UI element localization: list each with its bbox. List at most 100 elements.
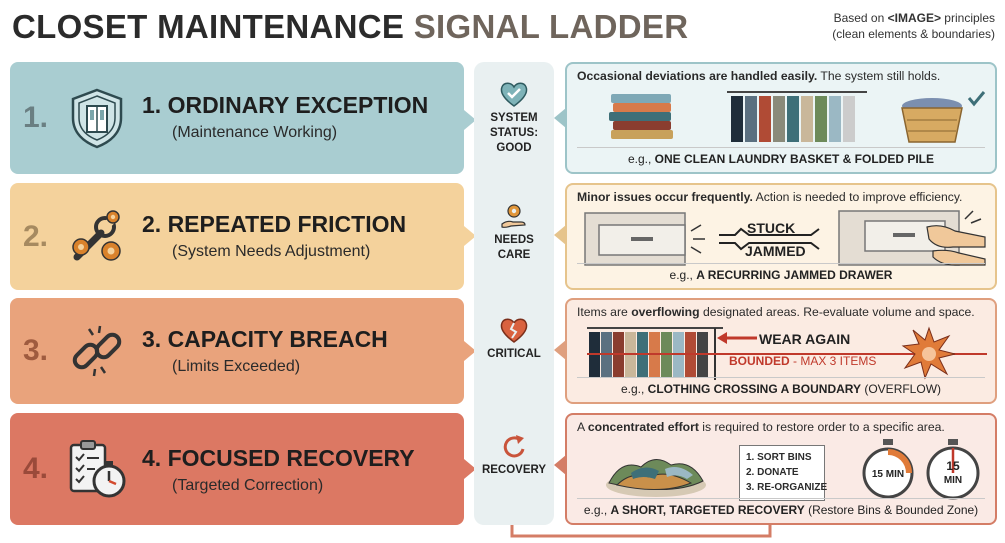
hand-gear-icon [501, 204, 526, 228]
panel-example: e.g., CLOTHING CROSSING A BOUNDARY (OVER… [567, 382, 995, 396]
clothing-pile-icon [606, 459, 706, 497]
desc-bold: overflowing [631, 305, 700, 319]
desc-bold: concentrated effort [587, 420, 699, 434]
timer-label: 15 MIN [872, 469, 904, 480]
broken-heart-icon [500, 318, 528, 343]
laundry-illustration [609, 91, 986, 143]
shield-closet-icon [71, 88, 123, 149]
burst-icon [901, 326, 956, 380]
stopwatch-icon: 15 MIN [926, 439, 980, 500]
panel-divider [577, 147, 985, 148]
checklist-item: 3. RE-ORGANIZE [746, 482, 828, 493]
desc-rest: is required to restore order to a specif… [698, 420, 945, 434]
jammed-label: JAMMED [745, 243, 806, 259]
status-label-line: GOOD [496, 142, 532, 154]
panel-description: Items are overflowing designated areas. … [577, 305, 987, 320]
desc-rest: designated areas. Re-evaluate volume and… [699, 305, 975, 319]
heart-check-icon [500, 82, 528, 107]
example-panel-4: A concentrated effort is required to res… [565, 413, 997, 525]
example-bold: A RECURRING JAMMED DRAWER [696, 268, 893, 282]
example-prefix: e.g., [627, 152, 655, 166]
status-label-line: CARE [497, 249, 531, 261]
clipboard-stopwatch-icon [69, 440, 126, 498]
desc-bold: Occasional deviations are handled easily… [577, 69, 818, 83]
broken-chain-icon [72, 325, 122, 377]
page-title: CLOSET MAINTENANCE SIGNAL LADDER [12, 8, 688, 46]
example-rest: (Restore Bins & Bounded Zone) [804, 503, 979, 517]
example-bold: CLOTHING CROSSING A BOUNDARY [647, 382, 862, 396]
laundry-basket-icon [901, 91, 986, 143]
level-subtitle: (Targeted Correction) [172, 477, 324, 494]
recovery-checklist: 1. SORT BINS 2. DONATE 3. RE-ORGANIZE [739, 445, 828, 501]
example-panel-2: Minor issues occur frequently. Action is… [565, 183, 997, 290]
refresh-arrow-icon [503, 435, 525, 458]
panel-description: A concentrated effort is required to res… [577, 420, 987, 435]
panel-example: e.g., A SHORT, TARGETED RECOVERY (Restor… [567, 503, 995, 517]
status-label-line: CRITICAL [487, 348, 541, 360]
hanging-rack-icon [727, 91, 867, 142]
level-2-card: 2. 2. REPEATED FRICTION (System Needs Ad… [10, 183, 464, 290]
example-bold: ONE CLEAN LAUNDRY BASKET & FOLDED PILE [654, 152, 935, 166]
panel-example: e.g., A RECURRING JAMMED DRAWER [567, 268, 995, 282]
bounded-rest: - MAX 3 ITEMS [789, 354, 877, 368]
panel-divider [577, 498, 985, 499]
stuck-jammed-label [719, 227, 820, 251]
level-subtitle: (System Needs Adjustment) [172, 243, 371, 260]
level-title: 2. REPEATED FRICTION [142, 211, 407, 237]
stopwatch-label-line-2: MIN [944, 475, 962, 486]
bounded-label: BOUNDED - MAX 3 ITEMS [729, 354, 876, 368]
panel-divider [577, 263, 985, 264]
status-label-line: RECOVERY [481, 464, 547, 476]
panel-description: Occasional deviations are handled easily… [577, 69, 987, 84]
note-suffix: principles [940, 11, 995, 25]
level-number: 2. [23, 219, 49, 253]
status-label-line: NEEDS [494, 234, 534, 246]
status-label-line: STATUS: [489, 127, 539, 139]
level-3-card: 3. 3. CAPACITY BREACH (Limits Exceeded) [10, 298, 464, 404]
level-1-card: 1. 1. ORDINARY EXCEPTION (Maintenance Wo… [10, 62, 464, 174]
level-number: 4. [23, 452, 49, 485]
jammed-drawer-icon [584, 212, 705, 266]
panel-description: Minor issues occur frequently. Action is… [577, 190, 987, 205]
stuck-label: STUCK [747, 220, 796, 236]
status-needs-care: NEEDS CARE [474, 202, 554, 263]
stopwatch-label-line-1: 15 [946, 459, 960, 473]
source-note: Based on <IMAGE> principles (clean eleme… [765, 10, 995, 42]
wear-again-label: WEAR AGAIN [759, 331, 851, 347]
level-title: 4. FOCUSED RECOVERY [142, 445, 415, 471]
level-title: 3. CAPACITY BREACH [142, 326, 388, 352]
folded-pile-icon [609, 94, 673, 139]
desc-pre: A [577, 420, 588, 434]
level-4-card: 4. 4. FOCUSED RECOVERY (Targeted Correct… [10, 413, 464, 525]
note-prefix: Based on [833, 11, 888, 25]
checklist-item: 2. DONATE [746, 467, 799, 478]
panel-divider [577, 377, 985, 378]
status-column: SYSTEM STATUS: GOOD NEEDS CARE CRITICAL … [474, 62, 554, 525]
note-tag: <IMAGE> [887, 11, 941, 25]
note-line-2: (clean elements & boundaries) [832, 27, 995, 41]
status-critical: CRITICAL [474, 316, 554, 362]
status-good: SYSTEM STATUS: GOOD [474, 80, 554, 156]
example-bold: A SHORT, TARGETED RECOVERY [610, 503, 805, 517]
desc-pre: Items are [577, 305, 632, 319]
example-prefix: e.g., [669, 268, 697, 282]
level-number: 1. [23, 101, 49, 134]
bounded-word: BOUNDED [729, 354, 790, 368]
example-panel-3: Items are overflowing designated areas. … [565, 298, 997, 404]
level-number: 3. [23, 334, 49, 367]
desc-rest: The system still holds. [817, 69, 941, 83]
example-rest: (OVERFLOW) [861, 382, 942, 396]
status-label-line: SYSTEM [490, 112, 538, 124]
panel-example: e.g., ONE CLEAN LAUNDRY BASKET & FOLDED … [567, 152, 995, 166]
wear-again-arrow-icon [717, 332, 757, 344]
example-prefix: e.g., [583, 503, 611, 517]
level-subtitle: (Limits Exceeded) [172, 358, 301, 375]
status-recovery: RECOVERY [474, 432, 554, 478]
hand-pulling-drawer-icon [838, 210, 986, 266]
checklist-item: 1. SORT BINS [746, 452, 812, 463]
title-part-1: CLOSET MAINTENANCE [12, 8, 405, 45]
wrench-gears-icon [72, 209, 121, 261]
timer-icon: 15 MIN [862, 439, 914, 499]
example-prefix: e.g., [620, 382, 648, 396]
level-subtitle: (Maintenance Working) [172, 124, 338, 141]
